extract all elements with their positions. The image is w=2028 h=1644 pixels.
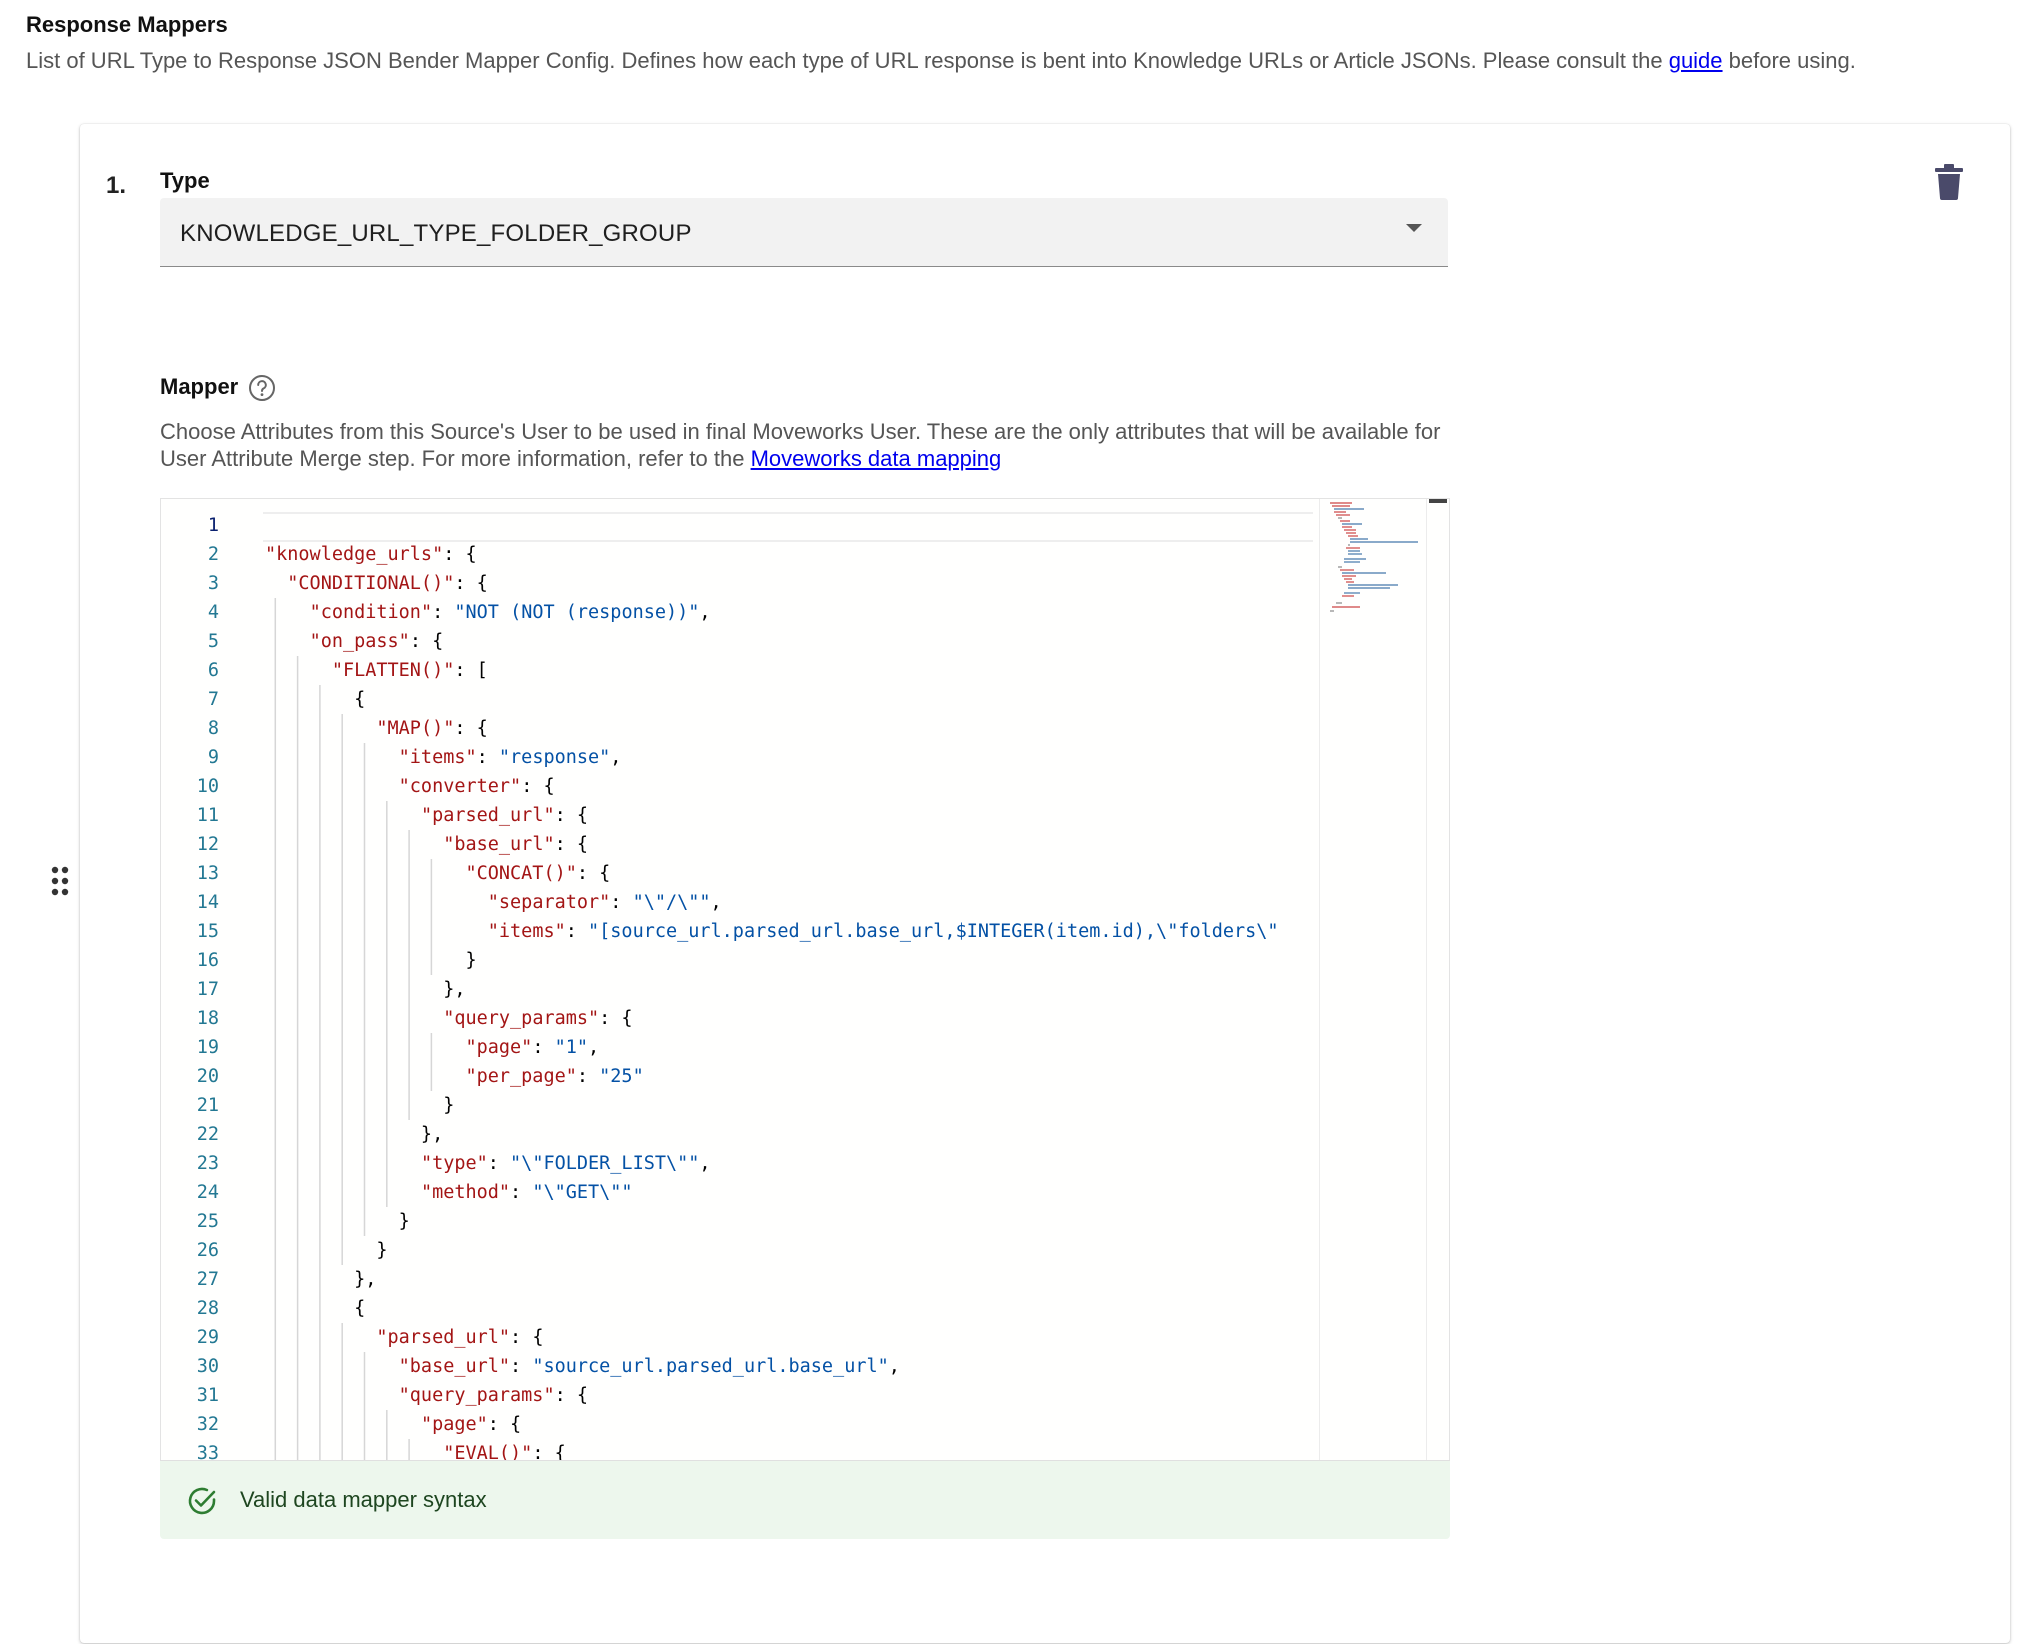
line-number: 14	[196, 892, 219, 913]
code-line: "separator": "\"/\"",	[487, 892, 722, 913]
code-line: }	[265, 1095, 455, 1116]
code-line: "on_pass": {	[309, 631, 444, 652]
code-line: },	[265, 979, 466, 1000]
code-line: "CONCAT()": {	[465, 863, 611, 884]
line-number: 20	[196, 1066, 219, 1087]
line-number: 15	[196, 921, 219, 942]
code-line: "FLATTEN()": [	[331, 660, 488, 681]
code-line: "EVAL()": {	[443, 1443, 566, 1461]
guide-link[interactable]: guide	[1668, 48, 1723, 73]
line-number: 23	[196, 1153, 219, 1174]
code-line: "per_page": "25"	[465, 1066, 644, 1087]
code-line: "items": "response",	[398, 747, 622, 768]
drag-handle-icon[interactable]	[50, 866, 70, 896]
line-number: 1	[207, 515, 219, 536]
caret-down-icon	[1406, 224, 1422, 232]
code-line: "query_params": {	[443, 1008, 633, 1029]
code-line: "MAP()": {	[376, 718, 488, 739]
code-line: }	[265, 1240, 388, 1261]
code-line: "parsed_url": {	[376, 1327, 544, 1348]
minimap[interactable]	[1319, 499, 1426, 1461]
line-number: 17	[196, 979, 219, 1000]
line-number: 29	[196, 1327, 219, 1348]
mapper-label: Mapper	[160, 374, 239, 399]
code-content[interactable]: ​"knowledge_urls": { "CONDITIONAL()": { …	[265, 511, 1315, 1461]
line-number: 13	[196, 863, 219, 884]
code-line: },	[265, 1124, 444, 1145]
line-number: 5	[207, 631, 219, 652]
line-number: 2	[207, 544, 219, 565]
code-line: "type": "\"FOLDER_LIST\"",	[420, 1153, 711, 1174]
line-number: 12	[196, 834, 219, 855]
line-number: 11	[196, 805, 219, 826]
code-line: "page": {	[420, 1414, 522, 1435]
code-line: "method": "\"GET\""	[420, 1182, 633, 1203]
item-index: 1.	[106, 172, 127, 199]
code-line: }	[265, 950, 477, 971]
editor-scrollbar[interactable]	[1426, 499, 1449, 1461]
section-description-end: before using.	[1722, 48, 1856, 73]
code-line: "items": "[source_url.parsed_url.base_ur…	[487, 921, 1279, 942]
line-number: 30	[196, 1356, 219, 1377]
check-circle-icon	[188, 1487, 216, 1515]
line-number: 33	[196, 1443, 219, 1461]
line-number: 27	[196, 1269, 219, 1290]
help-icon[interactable]	[248, 374, 276, 402]
code-line: ​	[265, 511, 1315, 540]
line-number: 7	[207, 689, 219, 710]
section-description: List of URL Type to Response JSON Bender…	[26, 48, 1856, 74]
line-number: 32	[196, 1414, 219, 1435]
code-line: {	[265, 689, 366, 710]
scrollbar-thumb[interactable]	[1429, 499, 1447, 503]
line-number: 28	[196, 1298, 219, 1319]
code-line: }	[265, 1211, 410, 1232]
line-number: 31	[196, 1385, 219, 1406]
trash-icon	[1935, 164, 1963, 200]
code-line: "base_url": {	[443, 834, 589, 855]
minimap-preview	[1330, 502, 1418, 612]
code-line: {	[265, 1298, 366, 1319]
line-number: 6	[207, 660, 219, 681]
validation-banner: Valid data mapper syntax	[160, 1460, 1450, 1539]
code-line: "parsed_url": {	[420, 805, 589, 826]
line-number: 9	[207, 747, 219, 768]
type-select[interactable]: KNOWLEDGE_URL_TYPE_FOLDER_GROUP	[160, 198, 1448, 267]
line-number: 26	[196, 1240, 219, 1261]
type-select-value: KNOWLEDGE_URL_TYPE_FOLDER_GROUP	[180, 220, 692, 247]
code-line: "condition": "NOT (NOT (response))",	[309, 602, 711, 623]
mapper-description-text: Choose Attributes from this Source's Use…	[160, 419, 1441, 471]
code-line: "knowledge_urls": {	[265, 544, 477, 565]
section-title: Response Mappers	[26, 12, 228, 37]
code-line: "page": "1",	[465, 1037, 600, 1058]
line-number: 24	[196, 1182, 219, 1203]
mapper-description: Choose Attributes from this Source's Use…	[160, 418, 1460, 472]
section-description-text: List of URL Type to Response JSON Bender…	[26, 48, 1669, 73]
line-number: 3	[207, 573, 219, 594]
line-number: 22	[196, 1124, 219, 1145]
data-mapping-link[interactable]: Moveworks data mapping	[750, 446, 1002, 471]
line-number: 25	[196, 1211, 219, 1232]
code-line: "CONDITIONAL()": {	[287, 573, 488, 594]
line-number: 19	[196, 1037, 219, 1058]
line-number: 8	[207, 718, 219, 739]
code-line: "base_url": "source_url.parsed_url.base_…	[398, 1356, 900, 1377]
line-number: 10	[196, 776, 219, 797]
line-number: 18	[196, 1008, 219, 1029]
line-number: 4	[207, 602, 219, 623]
delete-button[interactable]	[1934, 164, 1964, 200]
mapper-card: 1. Type KNOWLEDGE_URL_TYPE_FOLDER_GROUP …	[80, 124, 2010, 1643]
code-line: "converter": {	[398, 776, 555, 797]
code-line: "query_params": {	[398, 1385, 589, 1406]
validation-message: Valid data mapper syntax	[240, 1487, 487, 1512]
code-line: },	[265, 1269, 377, 1290]
line-number: 16	[196, 950, 219, 971]
type-label: Type	[160, 168, 210, 193]
current-line-highlight	[263, 512, 1313, 542]
line-number: 21	[196, 1095, 219, 1116]
